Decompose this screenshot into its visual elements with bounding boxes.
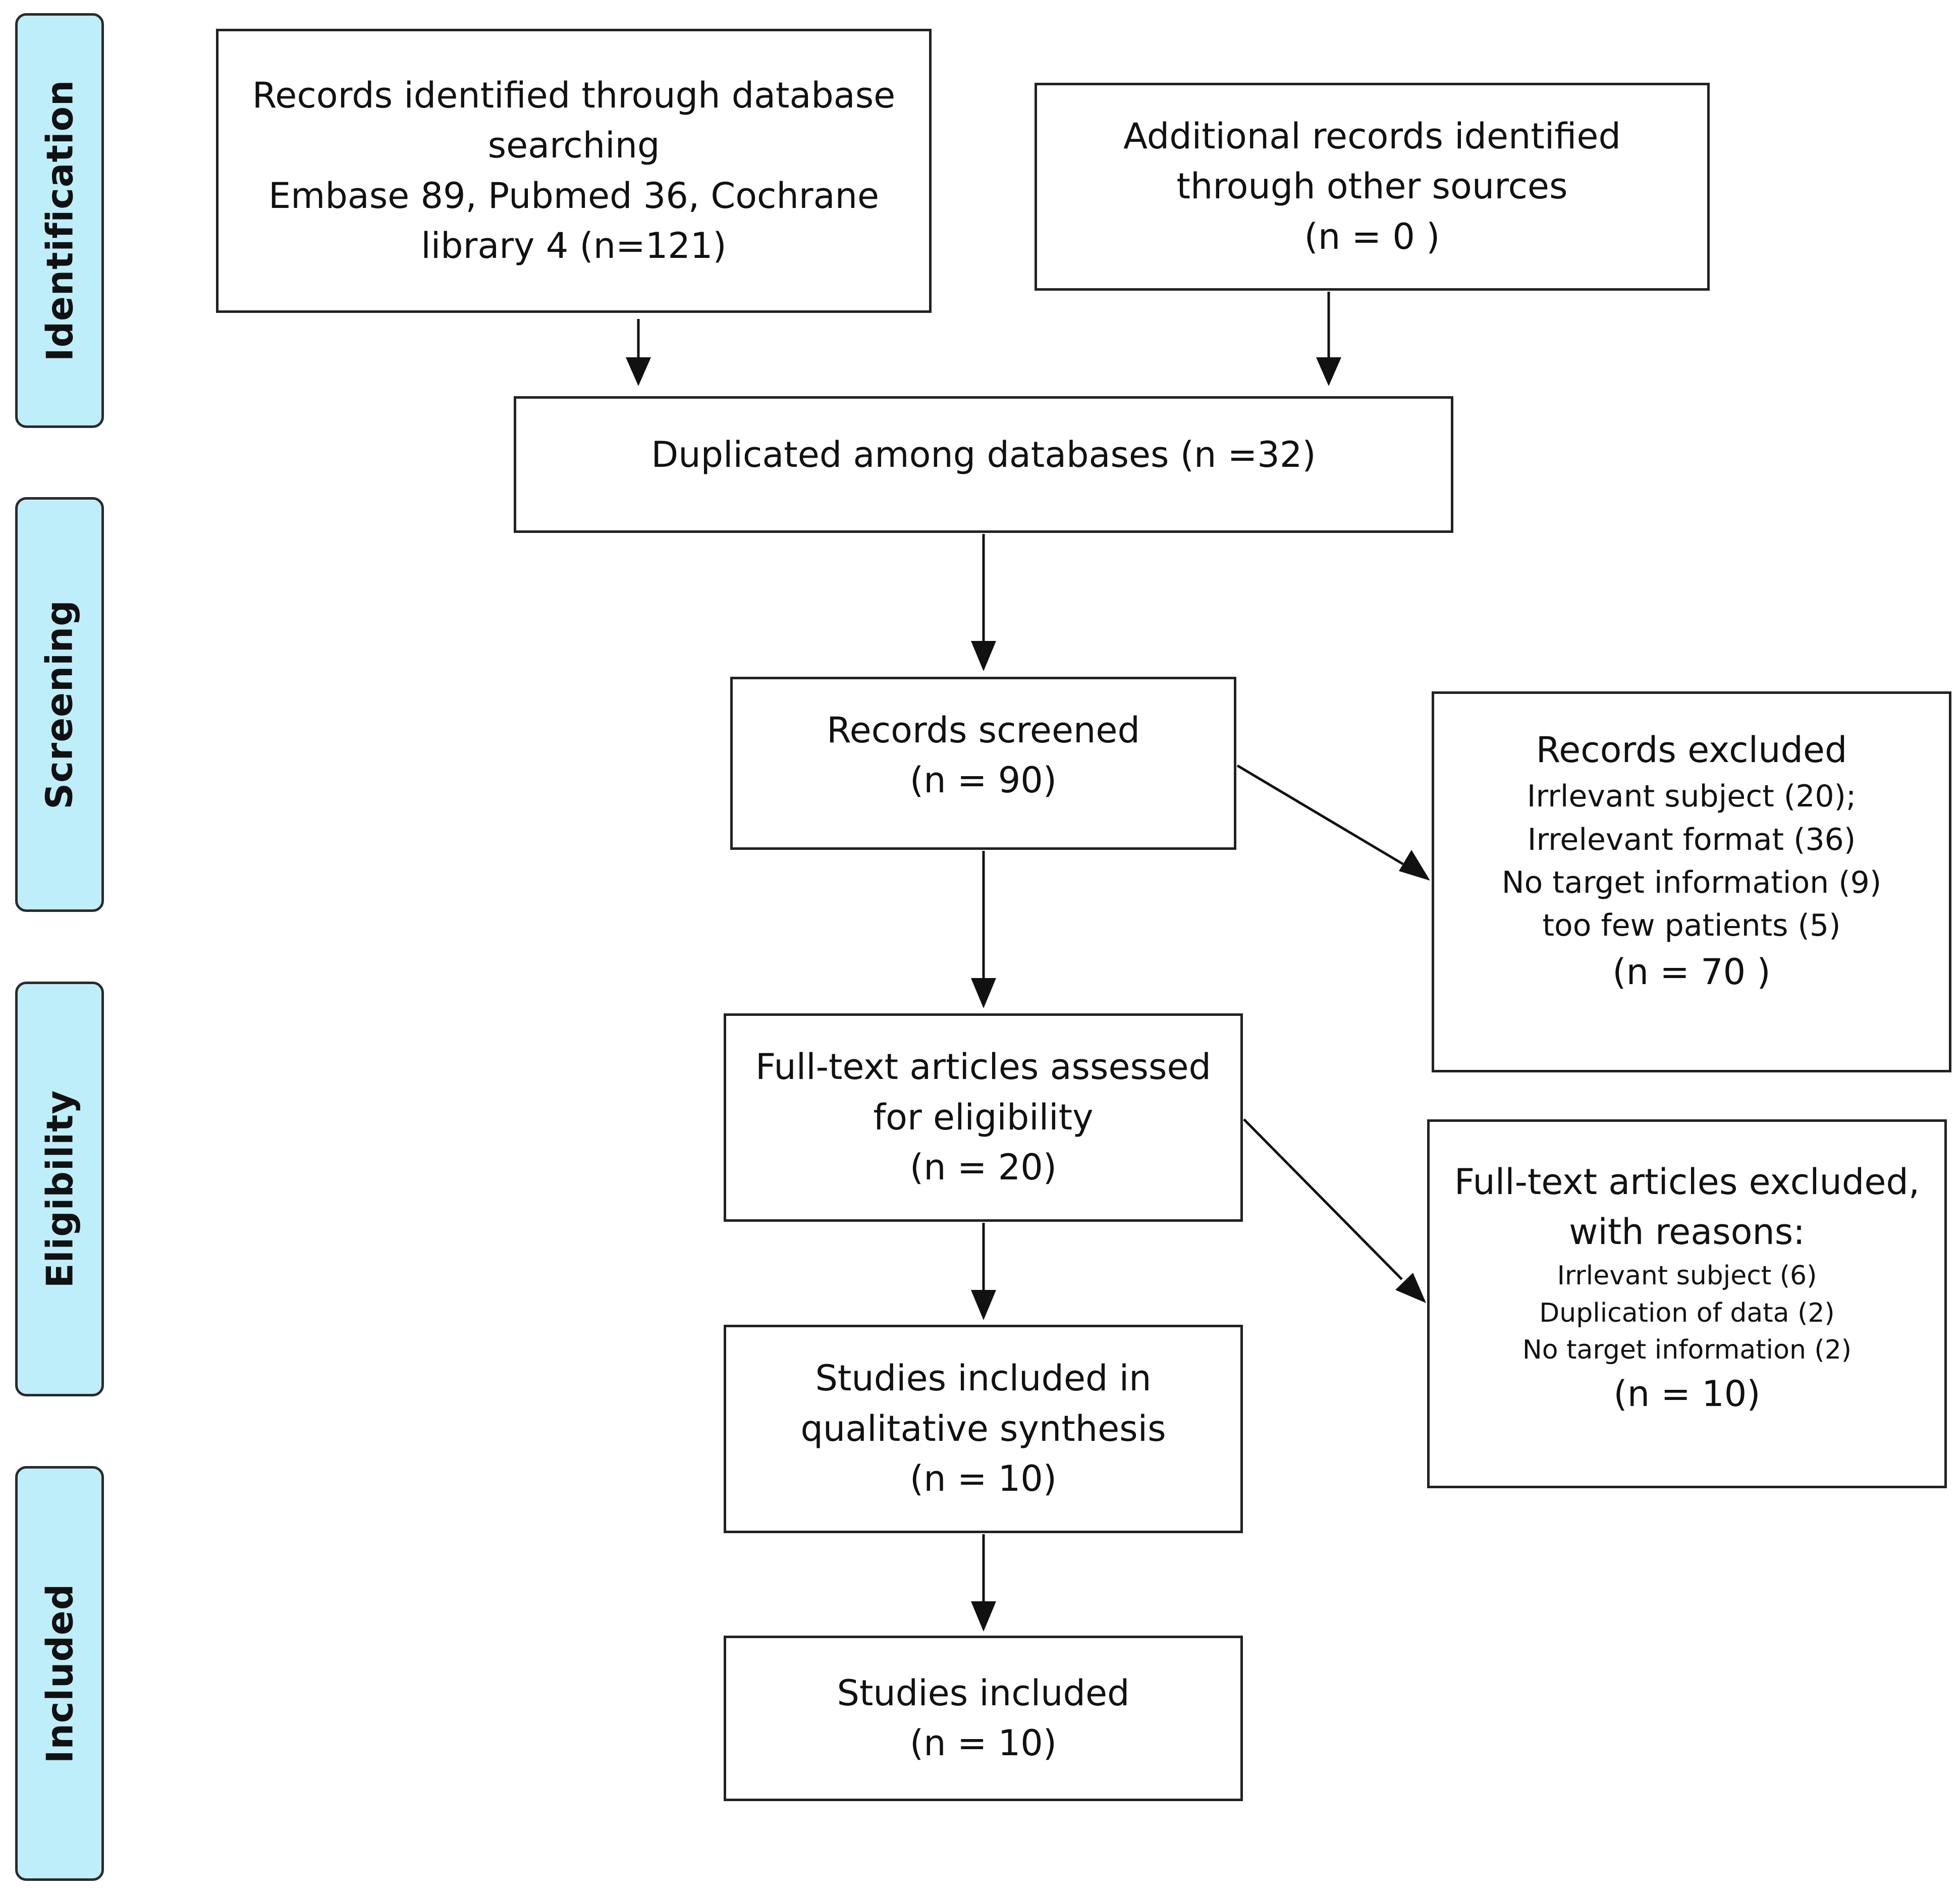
phase-identification-label: Identification — [38, 79, 81, 362]
fulltext-excluded-reason-1: Irrlevant subject (6) — [1557, 1260, 1817, 1291]
other-sources-line-2: through other sources — [1176, 166, 1568, 207]
fulltext-excluded-box: Full-text articles excluded, with reason… — [1427, 1119, 1947, 1488]
records-screened-line-1: Records screened — [827, 710, 1140, 751]
fulltext-assessed-line-1: Full-text articles assessed — [755, 1046, 1211, 1088]
phase-screening-label: Screening — [38, 600, 81, 809]
fulltext-assessed-line-2: for eligibility — [873, 1096, 1094, 1138]
other-sources-line-3: (n = 0 ) — [1304, 215, 1440, 257]
arrowhead-screened-to-fulltext — [971, 978, 996, 1008]
studies-included-line-1: Studies included — [837, 1672, 1130, 1714]
duplicated-box: Duplicated among databases (n =32) — [514, 396, 1453, 533]
arrow-screened-to-excluded — [1236, 764, 1404, 865]
fulltext-assessed-line-3: (n = 20) — [909, 1147, 1057, 1188]
fulltext-assessed-box: Full-text articles assessed for eligibil… — [724, 1013, 1243, 1222]
records-excluded-title: Records excluded — [1536, 729, 1847, 771]
arrowhead-database-to-duplicated — [626, 357, 651, 386]
phase-eligibility-label: Eligibility — [38, 1090, 81, 1288]
duplicated-line-1: Duplicated among databases (n =32) — [651, 434, 1316, 475]
other-sources-line-1: Additional records identified — [1123, 115, 1621, 157]
studies-included-box: Studies included (n = 10) — [724, 1636, 1243, 1801]
database-records-line-4: library 4 (n=121) — [421, 225, 727, 266]
arrowhead-fulltext-to-excluded — [1395, 1273, 1426, 1303]
fulltext-excluded-reason-3: No target information (2) — [1522, 1335, 1852, 1366]
qualitative-synthesis-line-1: Studies included in — [815, 1358, 1152, 1399]
arrowhead-other-to-duplicated — [1316, 357, 1341, 386]
fulltext-excluded-title-2: with reasons: — [1569, 1211, 1805, 1253]
qualitative-synthesis-line-2: qualitative synthesis — [800, 1408, 1166, 1449]
fulltext-excluded-title-1: Full-text articles excluded, — [1454, 1161, 1920, 1203]
arrowhead-fulltext-to-qualitative — [971, 1290, 996, 1320]
database-records-line-3: Embase 89, Pubmed 36, Cochrane — [268, 175, 880, 217]
qualitative-synthesis-box: Studies included in qualitative synthesi… — [724, 1325, 1243, 1533]
records-excluded-total: (n = 70 ) — [1612, 951, 1771, 993]
records-excluded-reason-2: Irrelevant format (36) — [1527, 822, 1856, 857]
records-excluded-reason-3: No target information (9) — [1501, 864, 1882, 900]
records-excluded-reason-1: Irrlevant subject (20); — [1527, 779, 1857, 815]
database-records-line-2: searching — [487, 125, 660, 167]
phase-included: Included — [15, 1466, 104, 1881]
fulltext-excluded-reason-2: Duplication of data (2) — [1539, 1297, 1835, 1328]
records-screened-line-2: (n = 90) — [909, 760, 1057, 801]
records-screened-box: Records screened (n = 90) — [730, 677, 1236, 850]
other-sources-box: Additional records identified through ot… — [1035, 83, 1710, 291]
phase-included-label: Included — [38, 1583, 81, 1764]
arrowhead-duplicated-to-screened — [971, 641, 996, 671]
records-excluded-reason-4: too few patients (5) — [1542, 907, 1841, 943]
phase-screening: Screening — [15, 497, 104, 912]
studies-included-line-2: (n = 10) — [909, 1722, 1057, 1764]
database-records-box: Records identified through database sear… — [216, 29, 932, 313]
database-records-line-1: Records identified through database — [252, 74, 896, 116]
qualitative-synthesis-line-3: (n = 10) — [909, 1458, 1057, 1500]
records-excluded-box: Records excluded Irrlevant subject (20);… — [1432, 691, 1951, 1072]
arrowhead-screened-to-excluded — [1399, 850, 1430, 881]
phase-identification: Identification — [15, 13, 104, 428]
arrowhead-qualitative-to-included — [971, 1601, 996, 1632]
phase-eligibility: Eligibility — [15, 982, 104, 1396]
arrow-fulltext-to-excluded — [1243, 1118, 1403, 1280]
fulltext-excluded-total: (n = 10) — [1613, 1373, 1761, 1415]
